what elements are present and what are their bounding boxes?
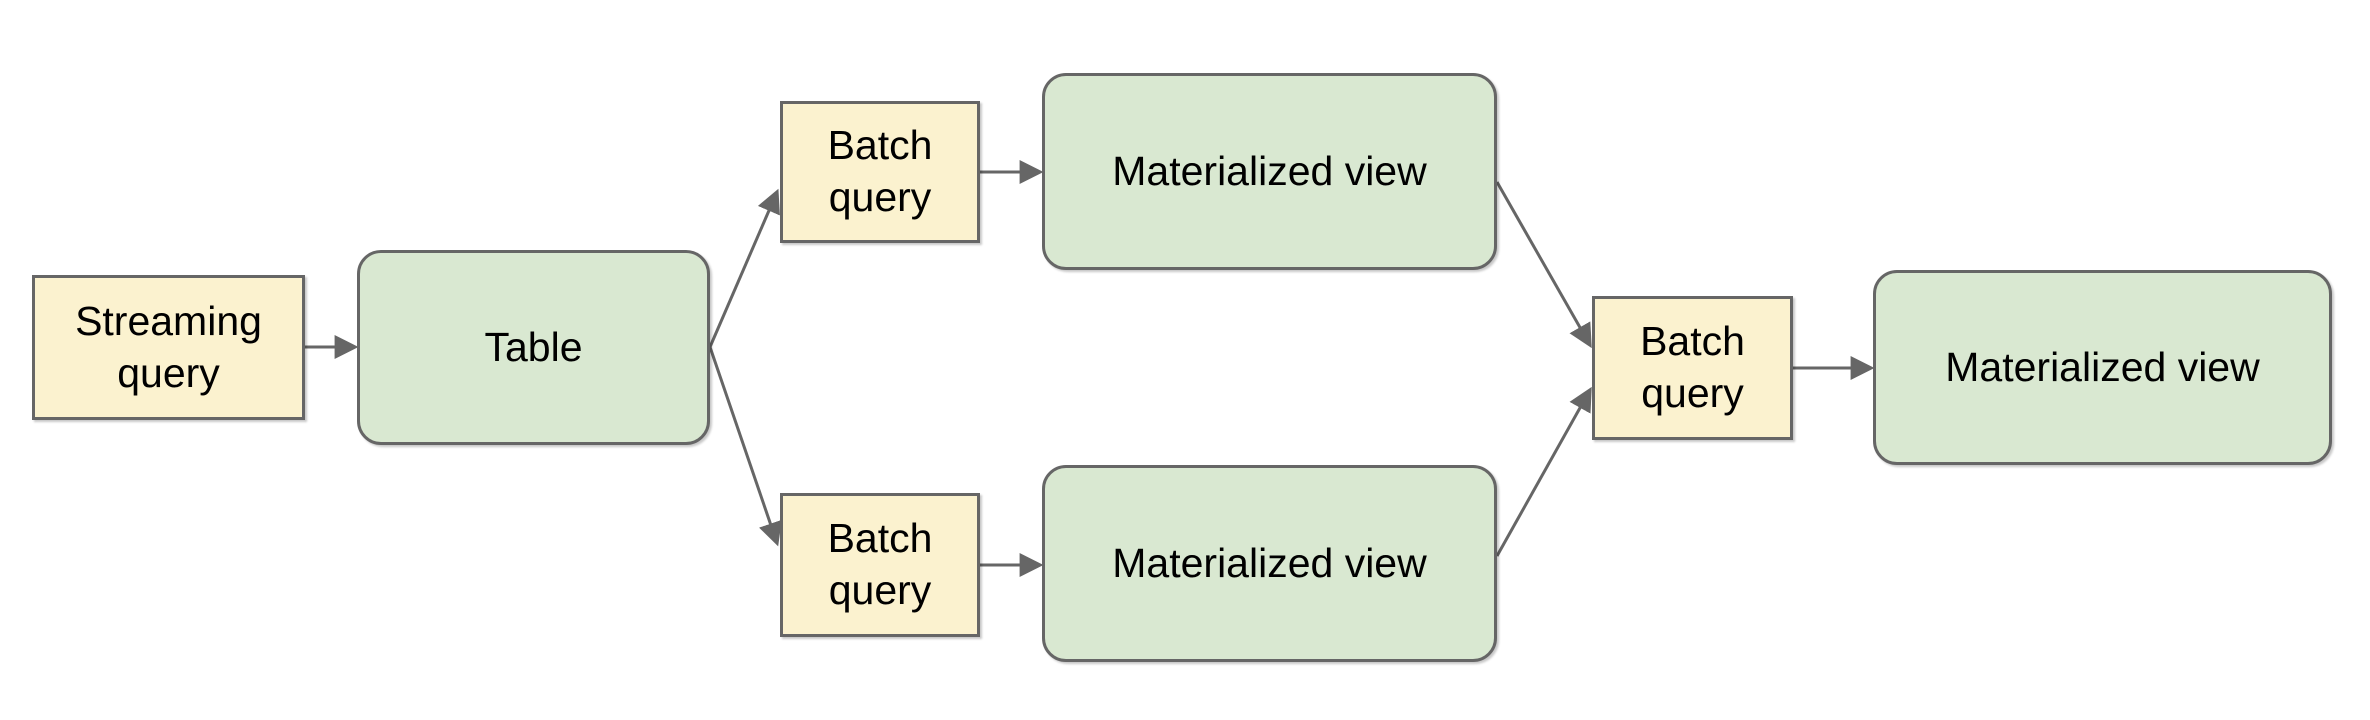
node-materialized-view-top-label: Materialized view (1112, 147, 1427, 194)
node-streaming-query-label: Streaming query (75, 297, 262, 396)
edge-table-to-batch-query-top (708, 188, 780, 348)
edge-materialized-view-bottom-to-batch-query-right (1495, 386, 1592, 557)
node-batch-query-right-label: Batch query (1640, 318, 1745, 416)
node-batch-query-top: Batch query (780, 101, 980, 243)
edge-table-to-batch-query-bottom (708, 346, 782, 547)
node-streaming-query: Streaming query (32, 275, 305, 420)
node-batch-query-bottom: Batch query (780, 493, 980, 637)
node-materialized-view-bottom: Materialized view (1042, 465, 1497, 662)
node-batch-query-bottom-label: Batch query (827, 515, 933, 613)
edge-materialized-view-top-to-batch-query-right (1495, 181, 1592, 349)
node-table: Table (357, 250, 710, 445)
node-materialized-view-right: Materialized view (1873, 270, 2332, 465)
node-materialized-view-bottom-label: Materialized view (1112, 539, 1427, 586)
node-materialized-view-right-label: Materialized view (1945, 343, 2260, 390)
node-materialized-view-top: Materialized view (1042, 73, 1497, 270)
node-table-label: Table (484, 323, 583, 370)
node-batch-query-top-label: Batch query (827, 122, 933, 220)
node-batch-query-right: Batch query (1592, 296, 1793, 440)
